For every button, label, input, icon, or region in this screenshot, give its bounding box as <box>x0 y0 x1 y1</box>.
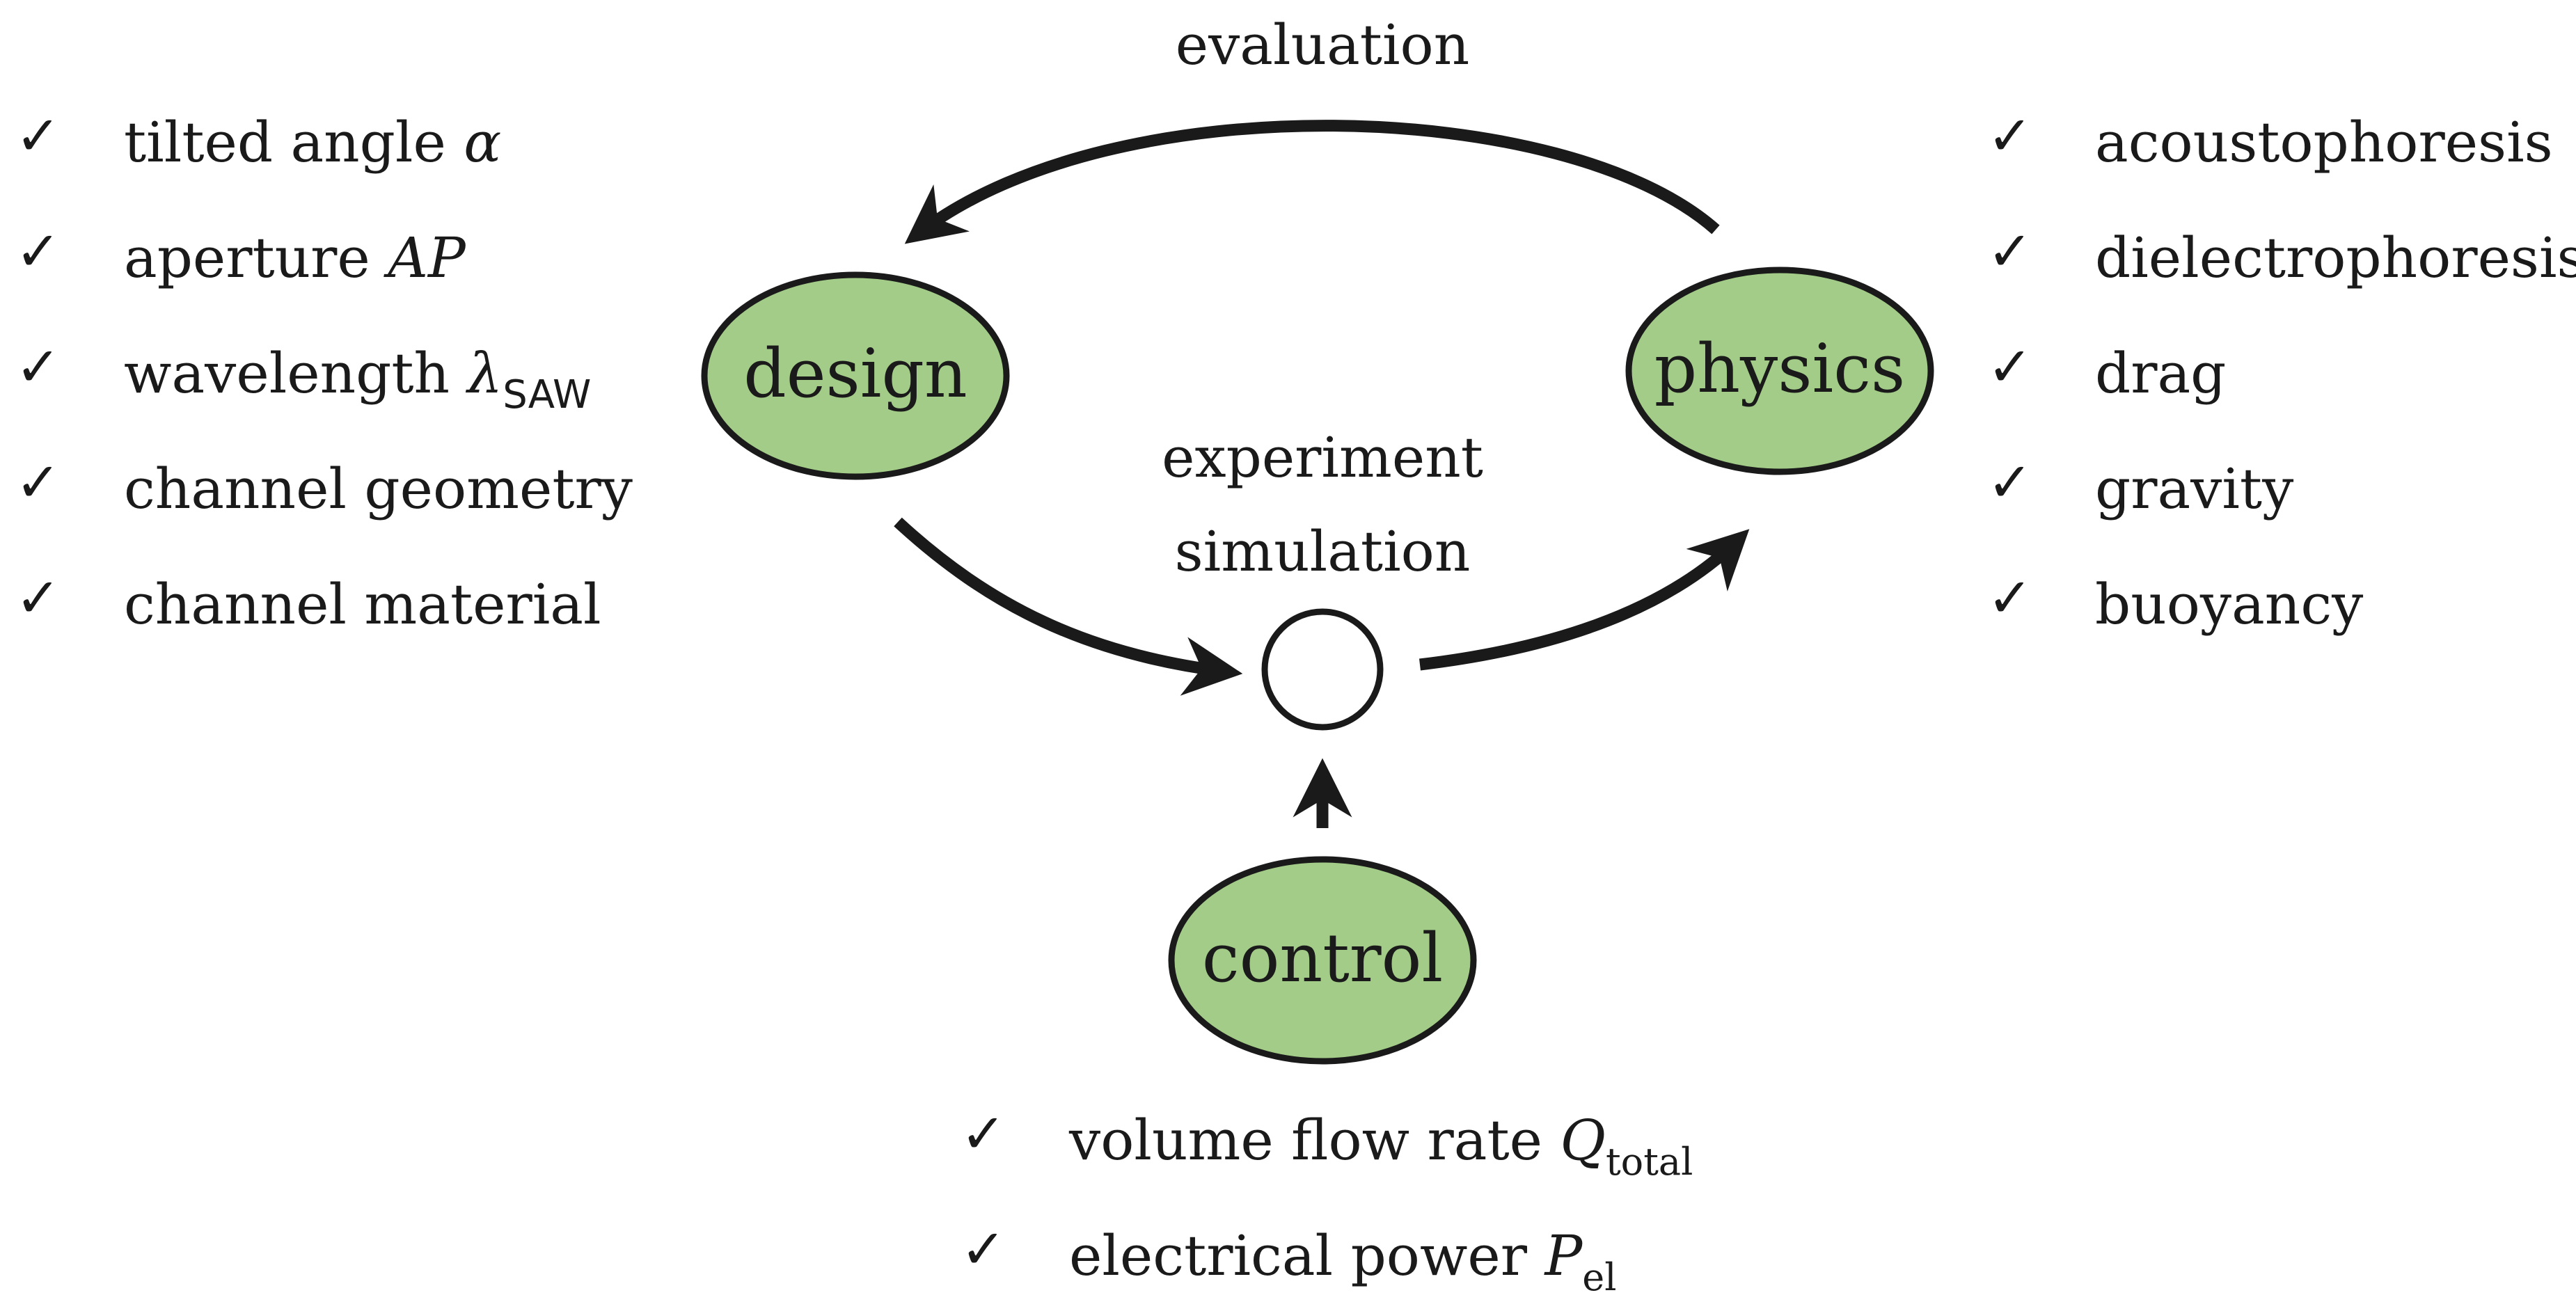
physics-item-drag: drag <box>2095 341 2226 406</box>
checkmark-icon: ✓ <box>15 336 61 399</box>
checkmark-icon: ✓ <box>961 1218 1006 1281</box>
checkmark-icon: ✓ <box>1987 221 2032 283</box>
evaluation-label: evaluation <box>1176 13 1469 77</box>
list-item: ✓ buoyancy <box>1987 567 2363 637</box>
design-checklist: ✓ tilted angle α ✓ aperture AP ✓ wavelen… <box>15 105 633 637</box>
list-item: ✓ channel geometry <box>15 452 633 521</box>
list-item: ✓ wavelength λSAW <box>15 336 591 418</box>
list-item: ✓ channel material <box>15 567 601 637</box>
physics-item-gravity: gravity <box>2095 457 2293 521</box>
design-item-channel-geometry: channel geometry <box>124 457 633 521</box>
physics-checklist: ✓ acoustophoresis ✓ dielectrophoresis ✓ … <box>1987 105 2576 637</box>
checkmark-icon: ✓ <box>15 567 61 630</box>
design-node-label: design <box>743 335 967 413</box>
control-node-label: control <box>1202 919 1443 997</box>
list-item: ✓ acoustophoresis <box>1987 105 2553 175</box>
physics-item-acoustophoresis: acoustophoresis <box>2095 110 2553 175</box>
design-item-tilted-angle: tilted angle α <box>124 110 501 175</box>
list-item: ✓ electrical power Pel <box>961 1218 1617 1299</box>
checkmark-icon: ✓ <box>961 1103 1006 1166</box>
experiment-label: experiment <box>1162 425 1483 490</box>
control-node <box>1168 856 1477 1065</box>
physics-item-buoyancy: buoyancy <box>2095 572 2363 637</box>
control-item-electrical-power: electrical power Pel <box>1069 1223 1617 1299</box>
list-item: ✓ volume flow rate Qtotal <box>961 1103 1693 1184</box>
physics-item-dielectrophoresis: dielectrophoresis <box>2095 225 2576 290</box>
control-item-volume-flow-rate: volume flow rate Qtotal <box>1068 1108 1693 1184</box>
checkmark-icon: ✓ <box>1987 336 2032 399</box>
list-item: ✓ aperture AP <box>15 221 466 290</box>
design-item-wavelength: wavelength λSAW <box>124 341 591 418</box>
list-item: ✓ dielectrophoresis <box>1987 221 2576 290</box>
checkmark-icon: ✓ <box>1987 567 2032 630</box>
design-item-aperture: aperture AP <box>124 225 466 290</box>
checkmark-icon: ✓ <box>15 221 61 283</box>
physics-node <box>1625 267 1934 475</box>
experiment-to-physics-arrow <box>1419 529 1750 671</box>
list-item: ✓ tilted angle α <box>15 105 501 175</box>
experiment-simulation-circle <box>1261 608 1384 731</box>
checkmark-icon: ✓ <box>15 452 61 514</box>
checkmark-icon: ✓ <box>15 105 61 168</box>
design-node <box>701 271 1010 480</box>
checkmark-icon: ✓ <box>1987 452 2032 514</box>
list-item: ✓ drag <box>1987 336 2226 406</box>
design-item-channel-material: channel material <box>124 572 601 637</box>
control-checklist: ✓ volume flow rate Qtotal ✓ electrical p… <box>961 1103 1693 1299</box>
list-item: ✓ gravity <box>1987 452 2293 521</box>
design-to-experiment-arrow <box>894 517 1243 696</box>
checkmark-icon: ✓ <box>1987 105 2032 168</box>
physics-node-label: physics <box>1654 330 1906 408</box>
evaluation-arrow <box>904 120 1720 244</box>
simulation-label: simulation <box>1175 519 1471 584</box>
